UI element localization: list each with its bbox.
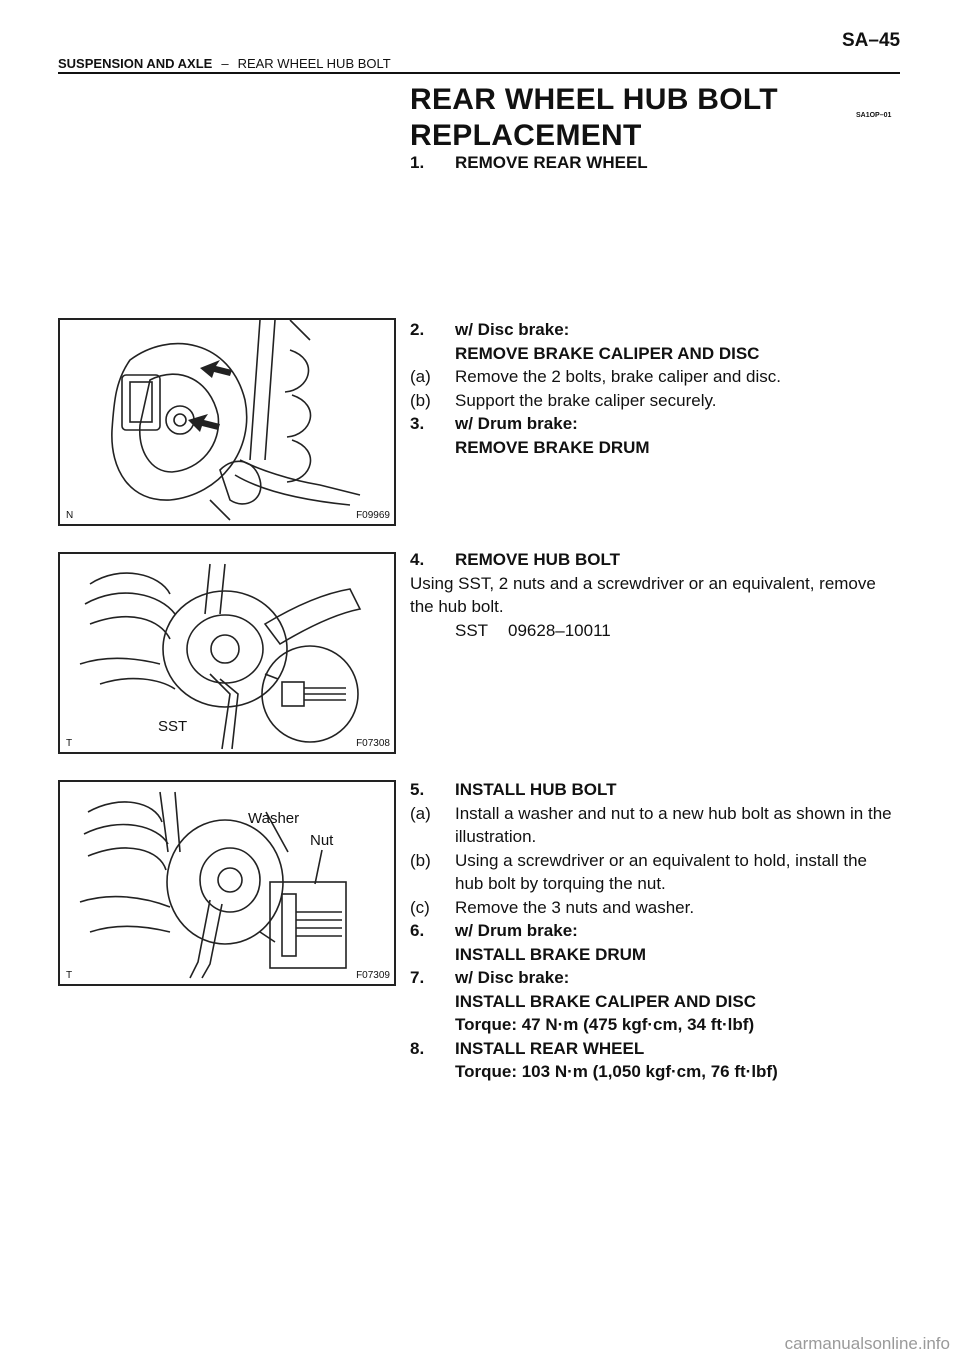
- step-text: INSTALL HUB BOLT: [455, 780, 617, 799]
- figure-caliper-removal: N F09969: [58, 318, 396, 526]
- substep-text: Using a screwdriver or an equivalent to …: [455, 850, 867, 870]
- page-title-line1: REAR WHEEL HUB BOLT: [410, 83, 778, 116]
- sst-spec: SST 09628–10011: [410, 619, 910, 643]
- sst-callout: SST: [158, 718, 188, 735]
- step-2a: (a) Remove the 2 bolts, brake caliper an…: [410, 365, 910, 389]
- step-text: INSTALL BRAKE DRUM: [455, 944, 647, 964]
- substep-text: hub bolt by torquing the nut.: [455, 874, 666, 893]
- page-title-line2: REPLACEMENT: [410, 119, 642, 152]
- section-title: SUSPENSION AND AXLE: [58, 56, 213, 71]
- washer-callout: Washer: [248, 810, 300, 827]
- sst-number: 09628–10011: [508, 620, 611, 640]
- steps-2-3: 2. w/ Disc brake: REMOVE BRAKE CALIPER A…: [410, 318, 910, 458]
- step-4: 4. REMOVE HUB BOLT Using SST, 2 nuts and…: [410, 548, 910, 648]
- hub-bolt-sst-illustration: [79, 563, 362, 750]
- section-heading: SUSPENSION AND AXLE–REAR WHEEL HUB BOLT: [58, 56, 391, 71]
- figure-hub-bolt-install: Washer Nut T F07309: [58, 780, 396, 986]
- page-number: SA–45: [842, 30, 901, 51]
- nut-callout: Nut: [310, 832, 334, 849]
- torque-spec: Torque: 103 N·m (1,050 kgf·cm, 76 ft·lbf…: [455, 1062, 778, 1081]
- substep-text: illustration.: [455, 827, 537, 846]
- step-number: 7.: [410, 968, 425, 987]
- step-number: 1.: [410, 153, 425, 172]
- step-condition: w/ Disc brake:: [455, 320, 570, 339]
- hub-bolt-install-illustration: [79, 791, 347, 979]
- steps-5-8: 5. INSTALL HUB BOLT (a) Install a washer…: [410, 778, 910, 1081]
- step-2-title: REMOVE BRAKE CALIPER AND DISC: [410, 342, 910, 366]
- subsection-title: REAR WHEEL HUB BOLT: [237, 56, 391, 71]
- step-8: 8. INSTALL REAR WHEEL: [410, 1037, 910, 1061]
- step-text: REMOVE BRAKE DRUM: [455, 437, 650, 457]
- step-condition: w/ Disc brake:: [455, 968, 570, 987]
- substep-letter: (c): [410, 897, 430, 917]
- figure-code: F07308: [356, 738, 390, 749]
- torque-spec: Torque: 47 N·m (475 kgf·cm, 34 ft·lbf): [455, 1015, 755, 1034]
- step-condition: w/ Drum brake:: [455, 414, 578, 433]
- substep-letter: (a): [410, 803, 431, 823]
- step-text: INSTALL BRAKE CALIPER AND DISC: [455, 991, 756, 1011]
- step-number: 5.: [410, 780, 425, 799]
- substep-text: Install a washer and nut to a new hub bo…: [455, 803, 892, 823]
- step-5b-cont: hub bolt by torquing the nut.: [410, 872, 910, 896]
- substep-text: Remove the 3 nuts and washer.: [455, 897, 695, 917]
- step-3-title: REMOVE BRAKE DRUM: [410, 436, 910, 460]
- step-7-torque: Torque: 47 N·m (475 kgf·cm, 34 ft·lbf): [410, 1013, 910, 1037]
- step-7-title: INSTALL BRAKE CALIPER AND DISC: [410, 990, 910, 1014]
- step-1: 1. REMOVE REAR WHEEL: [410, 151, 910, 175]
- step-text: REMOVE BRAKE CALIPER AND DISC: [455, 343, 760, 363]
- substep-text: Remove the 2 bolts, brake caliper and di…: [455, 367, 782, 386]
- step-text: REMOVE HUB BOLT: [455, 550, 620, 569]
- step-condition: w/ Drum brake:: [455, 921, 578, 940]
- figure-side-label: N: [66, 510, 74, 521]
- step-text: REMOVE REAR WHEEL: [455, 153, 648, 172]
- page-title: REAR WHEEL HUB BOLT REPLACEMENT: [410, 82, 778, 154]
- section-separator: –: [221, 56, 229, 71]
- step-7: 7. w/ Disc brake:: [410, 966, 910, 990]
- step-4-body-2: the hub bolt.: [410, 597, 504, 616]
- step-number: 8.: [410, 1038, 425, 1058]
- step-4-title: 4. REMOVE HUB BOLT: [410, 548, 910, 572]
- substep-text: Support the brake caliper securely.: [455, 390, 717, 410]
- header-rule: [58, 72, 900, 74]
- step-5c: (c) Remove the 3 nuts and washer.: [410, 896, 910, 920]
- document-code: SA1OP–01: [856, 112, 892, 119]
- step-6: 6. w/ Drum brake:: [410, 919, 910, 943]
- step-2b: (b) Support the brake caliper securely.: [410, 389, 910, 413]
- substep-letter: (b): [410, 390, 431, 410]
- substep-letter: (a): [410, 367, 431, 386]
- figure-side-label: T: [66, 970, 73, 981]
- substep-letter: (b): [410, 850, 431, 870]
- figure-side-label: T: [66, 738, 73, 749]
- step-5b: (b) Using a screwdriver or an equivalent…: [410, 849, 910, 873]
- step-3: 3. w/ Drum brake:: [410, 412, 910, 436]
- step-text: INSTALL REAR WHEEL: [455, 1038, 645, 1058]
- step-5a-cont: illustration.: [410, 825, 910, 849]
- step-4-body-1: Using SST, 2 nuts and a screwdriver or a…: [410, 573, 876, 593]
- sst-label: SST: [455, 620, 489, 640]
- step-number: 4.: [410, 550, 425, 569]
- brake-caliper-illustration: [111, 320, 361, 521]
- step-5: 5. INSTALL HUB BOLT: [410, 778, 910, 802]
- step-number: 2.: [410, 320, 425, 339]
- step-number: 6.: [410, 921, 425, 940]
- step-5a: (a) Install a washer and nut to a new hu…: [410, 802, 910, 826]
- figure-code: F09969: [356, 510, 390, 521]
- step-6-title: INSTALL BRAKE DRUM: [410, 943, 910, 967]
- step-2: 2. w/ Disc brake:: [410, 318, 910, 342]
- step-number: 3.: [410, 414, 425, 433]
- figure-code: F07309: [356, 970, 390, 981]
- figure-hub-bolt-removal: SST T F07308: [58, 552, 396, 754]
- step-8-torque: Torque: 103 N·m (1,050 kgf·cm, 76 ft·lbf…: [410, 1060, 910, 1084]
- site-watermark: carmanualsonline.info: [784, 1334, 950, 1353]
